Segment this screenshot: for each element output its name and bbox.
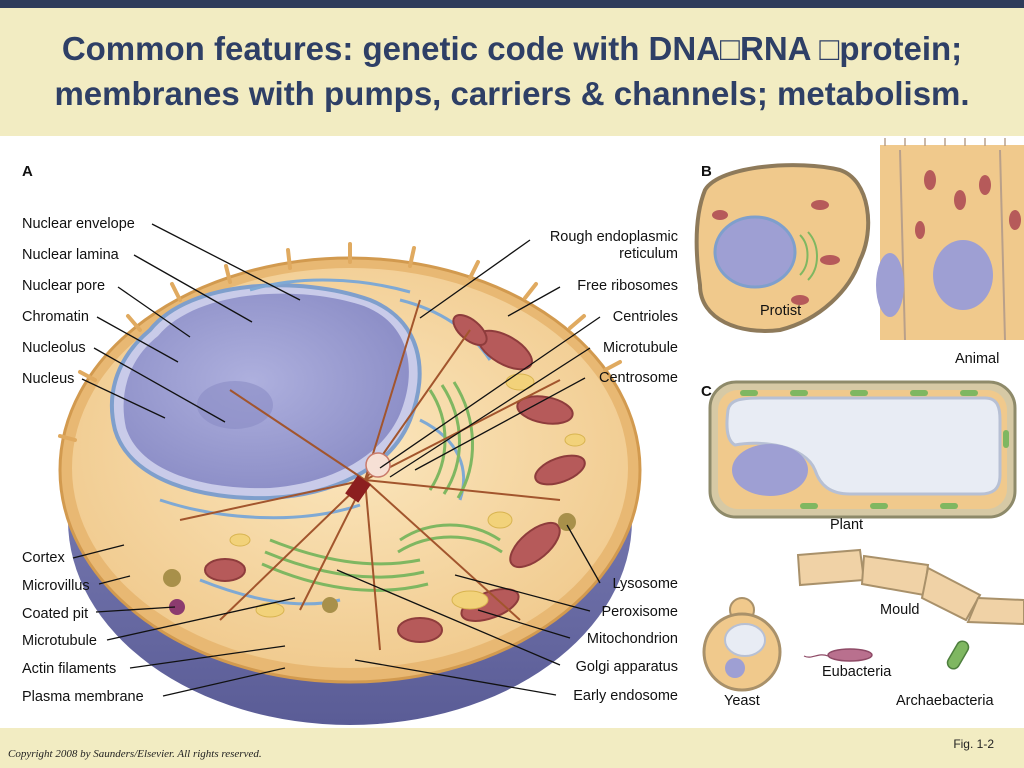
label-nuclear-lamina: Nuclear lamina — [22, 247, 119, 263]
label-plant: Plant — [830, 517, 864, 533]
plant-nucleus — [732, 444, 808, 496]
label-rough-er-line1: Rough endoplasmic — [549, 229, 678, 245]
label-plasma-membrane: Plasma membrane — [22, 689, 144, 705]
label-protist: Protist — [760, 303, 802, 319]
animal-tissue — [876, 138, 1024, 341]
microvilli — [58, 242, 622, 442]
plant-cell — [708, 380, 1017, 519]
label-rough-er-line2: reticulum — [619, 246, 678, 262]
label-archaebacteria: Archaebacteria — [896, 693, 994, 709]
mould-hyphae — [796, 548, 1024, 626]
label-golgi-apparatus: Golgi apparatus — [575, 659, 678, 675]
label-lysosome: Lysosome — [612, 576, 678, 592]
copyright-notice: Copyright 2008 by Saunders/Elsevier. All… — [8, 748, 262, 760]
title-line-2: membranes with pumps, carriers & channel… — [54, 75, 970, 112]
label-eubacteria: Eubacteria — [822, 664, 892, 680]
panel-b-label: B — [701, 163, 712, 180]
footer-band — [0, 728, 1024, 768]
label-mitochondrion: Mitochondrion — [586, 631, 678, 647]
label-centrosome: Centrosome — [599, 370, 678, 386]
label-centrioles: Centrioles — [612, 309, 678, 325]
label-microtubule-left: Microtubule — [22, 633, 97, 649]
nucleus — [123, 293, 409, 489]
protist-nucleus — [713, 215, 797, 289]
slide-title: Common features: genetic code with DNA□R… — [0, 26, 1024, 116]
label-chromatin: Chromatin — [22, 309, 89, 325]
label-actin-filaments: Actin filaments — [22, 661, 117, 677]
label-microvillus: Microvillus — [22, 578, 90, 594]
label-free-ribosomes: Free ribosomes — [577, 278, 678, 294]
header-band — [0, 8, 1024, 136]
eubacteria-cell — [803, 648, 873, 662]
title-line-1: Common features: genetic code with DNA□R… — [61, 30, 963, 67]
label-microtubule-right: Microtubule — [603, 340, 678, 356]
panel-a-label: A — [22, 163, 33, 180]
label-nucleus: Nucleus — [22, 371, 75, 387]
archaebacteria-cell — [946, 640, 970, 670]
protist-cell — [694, 163, 871, 333]
centrioles — [345, 475, 371, 503]
label-early-endosome: Early endosome — [573, 688, 678, 704]
label-peroxisome: Peroxisome — [601, 604, 678, 620]
mitochondria — [204, 314, 586, 643]
label-yeast: Yeast — [724, 693, 760, 709]
label-animal: Animal — [955, 351, 1000, 367]
leader-lines — [72, 223, 601, 697]
nucleolus — [197, 381, 273, 429]
label-nuclear-envelope: Nuclear envelope — [22, 216, 135, 232]
top-bar — [0, 0, 1024, 8]
coated-pit — [169, 599, 185, 615]
label-coated-pit: Coated pit — [22, 606, 89, 622]
vesicles — [229, 373, 586, 618]
yeast-cell — [702, 597, 782, 692]
microtubules — [179, 299, 561, 651]
plant-vacuole — [725, 396, 1002, 496]
lysosomes — [163, 513, 576, 613]
centrosome — [365, 452, 391, 478]
figure-number: Fig. 1-2 — [953, 737, 994, 751]
label-nuclear-pore: Nuclear pore — [22, 278, 106, 294]
label-nucleolus: Nucleolus — [22, 340, 86, 356]
label-cortex: Cortex — [22, 550, 65, 566]
animal-cell-cutaway — [58, 223, 642, 725]
label-mould: Mould — [880, 602, 920, 618]
panel-c-label: C — [701, 383, 712, 400]
